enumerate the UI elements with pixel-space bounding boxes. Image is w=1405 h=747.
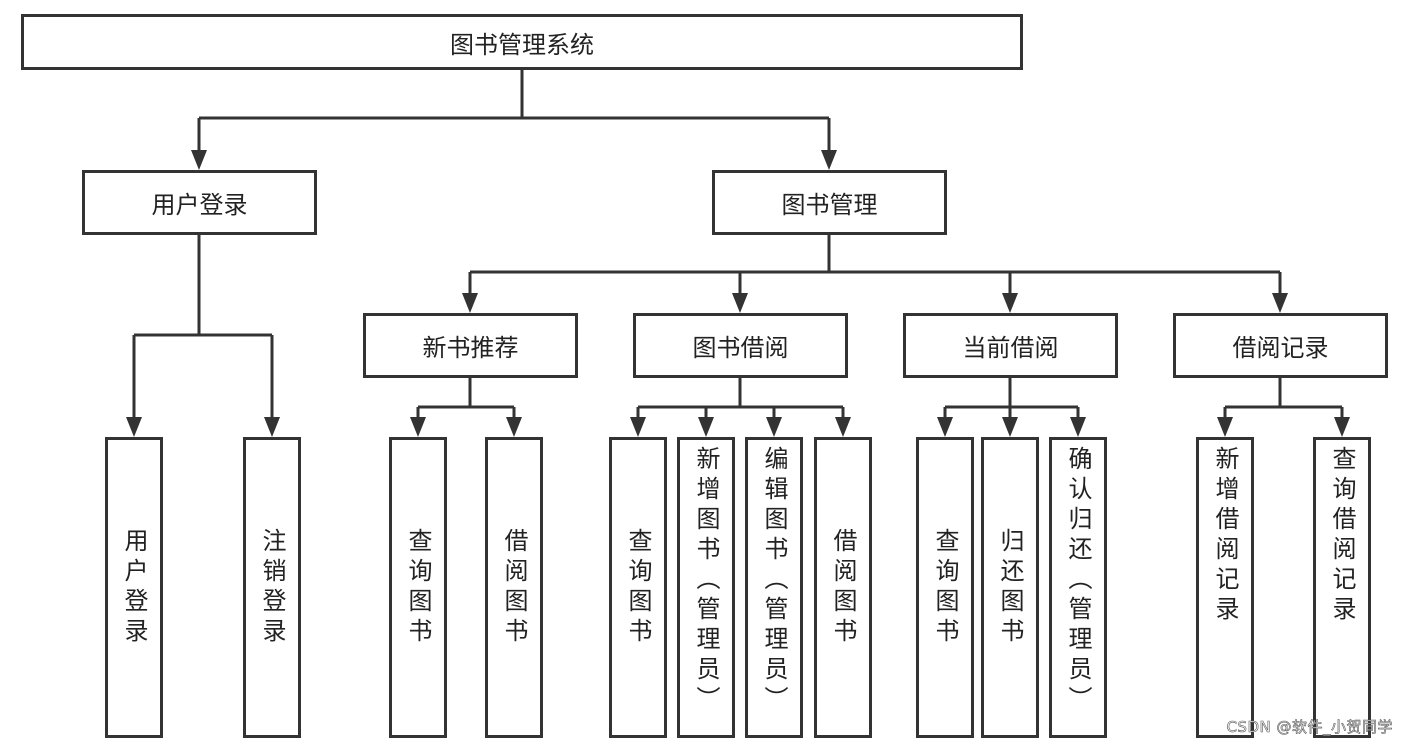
watermark: CSDN @软件_小贺同学 [1226,718,1393,737]
arrowhead-icon [1070,417,1086,437]
leaf-node: 注销登录 [243,437,301,738]
arrowhead-icon [1334,417,1350,437]
arrowhead-icon [630,417,646,437]
leaf-node: 查询图书 [916,437,974,738]
leaf-node: 查询图书 [609,437,667,738]
node-book-management: 图书管理 [712,170,947,235]
leaf-node: 新增图书（管理员） [677,437,735,738]
leaf-node: 借阅图书 [814,437,872,738]
arrowhead-icon [410,417,426,437]
arrowhead-icon [835,417,851,437]
arrowhead-icon [264,417,280,437]
arrowhead-icon [937,417,953,437]
arrowhead-icon [1217,417,1233,437]
leaf-node: 确认归还（管理员） [1049,437,1107,738]
leaf-node: 编辑图书（管理员） [745,437,803,738]
module-node: 借阅记录 [1173,313,1388,378]
arrowhead-icon [698,417,714,437]
root-node: 图书管理系统 [21,14,1023,70]
arrowhead-icon [191,150,207,170]
leaf-node: 查询图书 [389,437,447,738]
arrowhead-icon [506,417,522,437]
arrowhead-icon [766,417,782,437]
arrowhead-icon [462,293,478,313]
arrowhead-icon [126,417,142,437]
arrowhead-icon [1002,293,1018,313]
leaf-node: 借阅图书 [485,437,543,738]
arrowhead-icon [1002,417,1018,437]
arrowhead-icon [1272,293,1288,313]
leaf-node: 查询借阅记录 [1313,437,1371,738]
module-node: 图书借阅 [633,313,848,378]
arrowhead-icon [732,293,748,313]
leaf-node: 归还图书 [981,437,1039,738]
module-node: 新书推荐 [363,313,578,378]
node-user-login: 用户登录 [82,170,317,235]
leaf-node: 用户登录 [105,437,163,738]
leaf-node: 新增借阅记录 [1196,437,1254,738]
module-node: 当前借阅 [903,313,1118,378]
arrowhead-icon [821,150,837,170]
